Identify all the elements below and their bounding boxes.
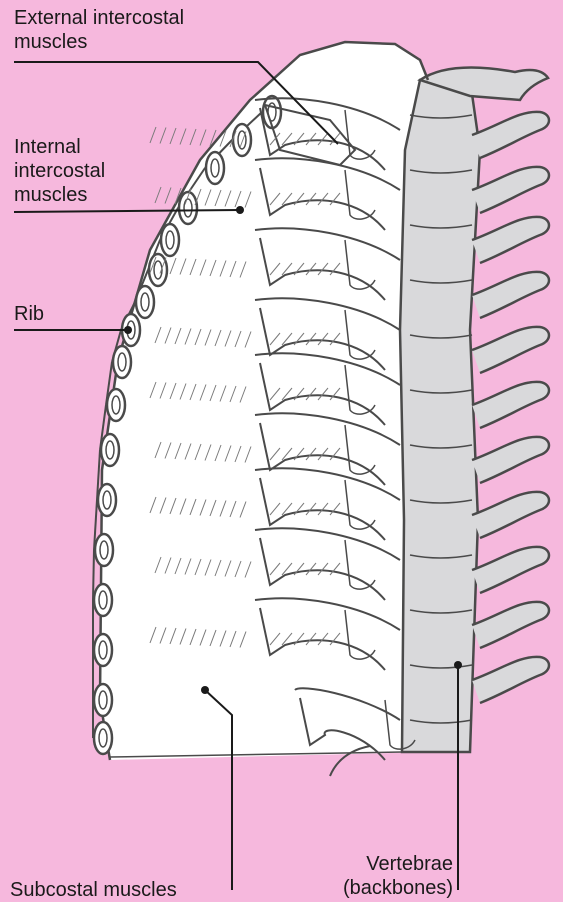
rib-section [149,254,167,286]
spine-column [400,80,480,752]
fiber-mark [180,129,186,145]
vertebral-processes [472,112,549,703]
label-subcostal-muscles: Subcostal muscles [10,878,177,902]
label-vertebrae: Vertebrae (backbones) [343,852,453,900]
rib-section [94,722,112,754]
internal-intercostal-dot [236,206,244,214]
label-internal-intercostal-muscles: Internal intercostal muscles [14,135,105,207]
rib-section [98,484,116,516]
rib-section [206,152,224,184]
spinous-process [472,437,549,483]
rib-section [233,124,251,156]
label-rib: Rib [14,302,44,326]
fiber-mark [150,127,156,143]
spinous-process [472,492,549,538]
rib-section [94,584,112,616]
rib-section [95,534,113,566]
rib-section [107,389,125,421]
rib-section [94,634,112,666]
spinous-process [472,217,549,263]
fiber-mark [155,187,161,203]
spinous-process [472,657,549,703]
spinous-process [472,382,549,428]
rib-section [101,434,119,466]
rib-section [161,224,179,256]
rib-dot [124,326,132,334]
spinous-process [472,272,549,318]
fiber-mark [170,128,176,144]
fiber-mark [160,128,166,144]
rib-section [113,346,131,378]
rib-section [136,286,154,318]
fiber-mark [190,129,196,145]
rib-section [94,684,112,716]
spinous-process [472,112,549,158]
spinous-process [472,547,549,593]
spinous-process [472,602,549,648]
spinous-process [472,167,549,213]
fiber-mark [165,188,171,204]
spinous-process [472,327,549,373]
fiber-mark [200,130,206,146]
label-external-intercostal-muscles: External intercostal muscles [14,6,184,54]
thorax-body [100,42,430,760]
